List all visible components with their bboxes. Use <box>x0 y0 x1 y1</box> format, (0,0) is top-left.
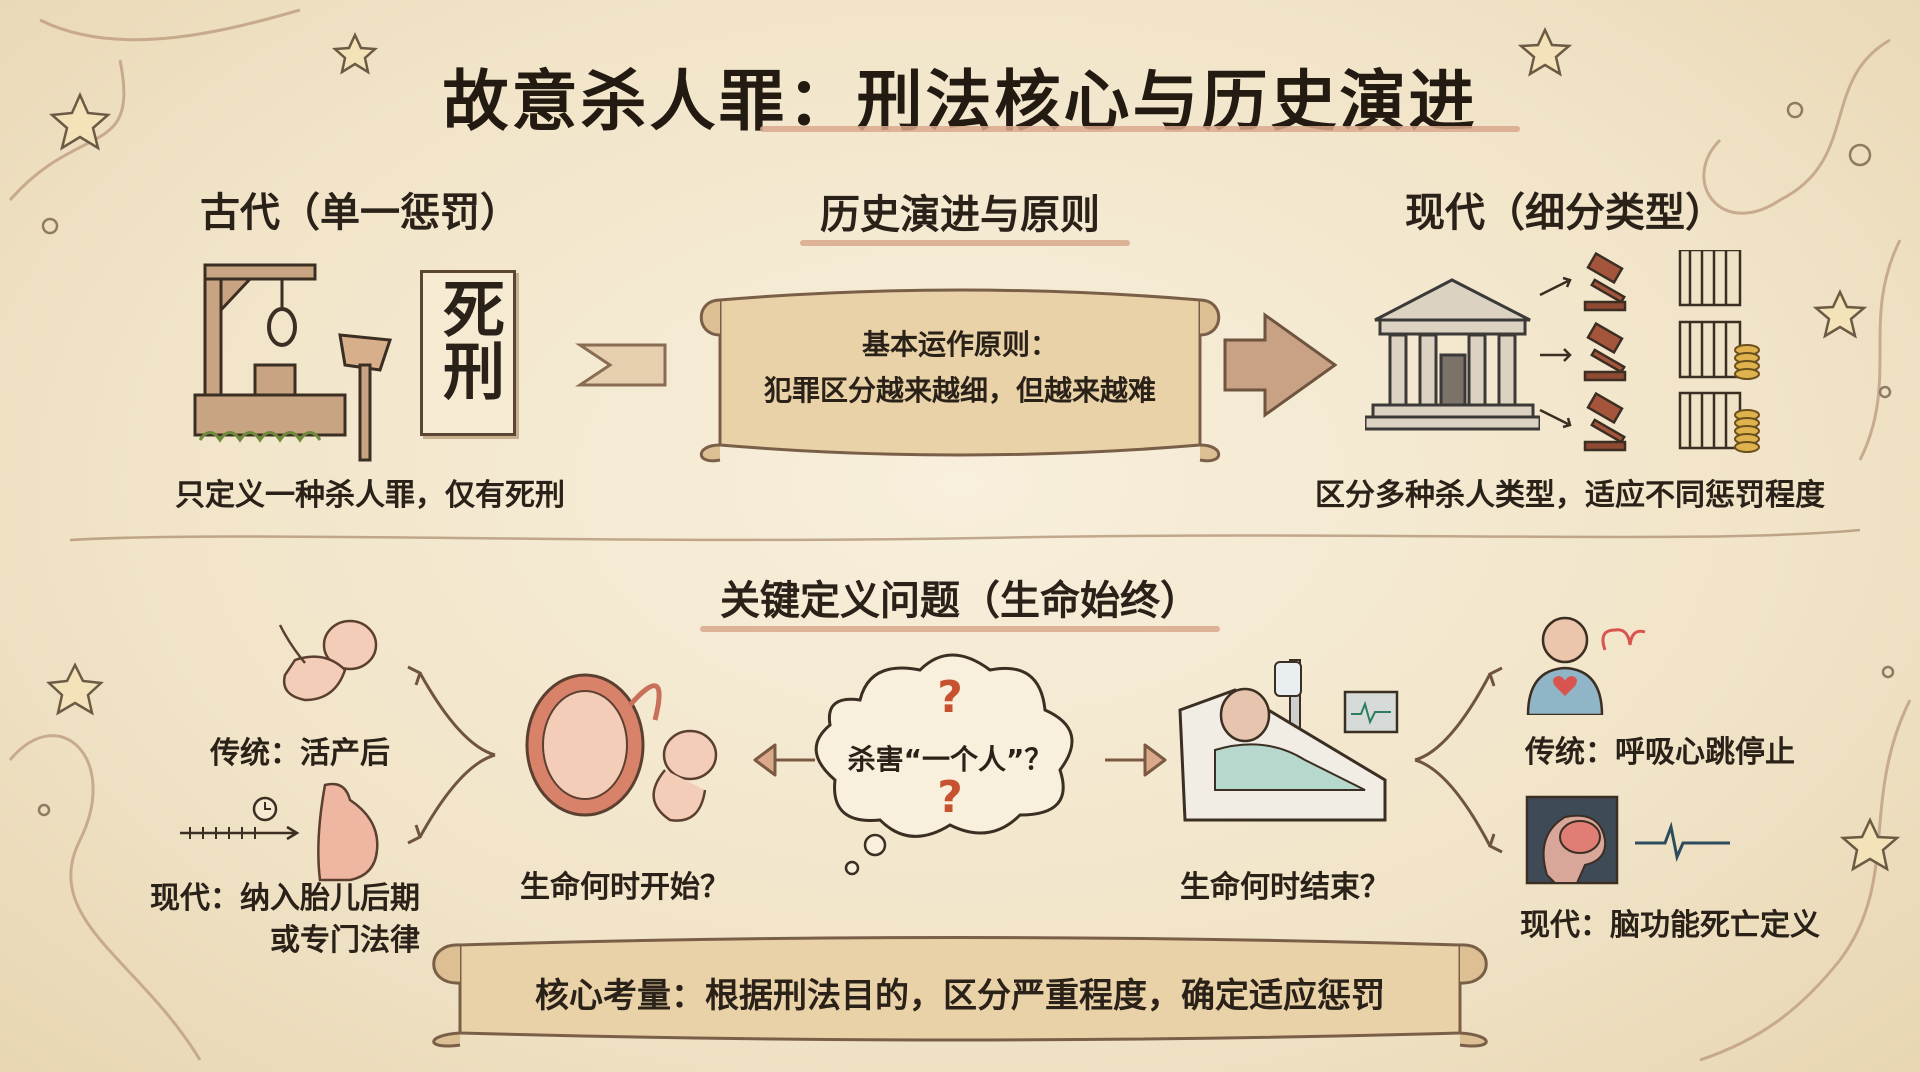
title-underline <box>760 126 1520 132</box>
heartbeat-icon <box>1601 628 1646 651</box>
start-question: 生命何时开始？ <box>520 870 730 905</box>
branch-arrows-left <box>407 665 496 845</box>
principle-text: 基本运作原则： 犯罪区分越来越细，但越来越难 <box>720 322 1200 414</box>
end-traditional: 传统：呼吸心跳停止 <box>1525 735 1795 770</box>
person-heart-icon <box>1526 616 1646 715</box>
principle-line-1: 基本运作原则： <box>861 328 1058 361</box>
ancient-caption: 只定义一种杀人罪，仅有死刑 <box>175 478 565 513</box>
timeline-icon <box>180 796 300 840</box>
pillory-icon <box>338 333 393 462</box>
heart-icon <box>1553 676 1577 696</box>
thought-text: 杀害“一个人”？ <box>847 743 1053 776</box>
ancient-heading: 古代（单一惩罚） <box>200 190 520 236</box>
death-penalty-sign: 死刑 <box>420 270 516 436</box>
prison-bars-icon <box>1678 250 1742 450</box>
modern-heading: 现代（细分类型） <box>1405 190 1725 236</box>
key-heading: 关键定义问题（生命始终） <box>720 578 1200 624</box>
coins-icon <box>1734 344 1760 453</box>
principle-line-2: 犯罪区分越来越细，但越来越难 <box>763 374 1156 407</box>
pregnant-woman-icon <box>317 782 379 882</box>
start-modern-line-1: 现代：纳入胎儿后期 <box>150 881 420 916</box>
branch-arrows-right <box>1414 666 1503 854</box>
key-underline <box>700 626 1220 632</box>
evolution-underline <box>800 240 1130 246</box>
question-mark-icon: ? <box>937 772 963 823</box>
courthouse-icon <box>1365 278 1540 431</box>
thought-cloud: ? ? <box>814 653 1074 876</box>
evolution-heading: 历史演进与原则 <box>820 192 1100 238</box>
gallows-icon <box>193 263 347 443</box>
start-traditional: 传统：活产后 <box>210 736 390 771</box>
brain-icon <box>1525 795 1730 885</box>
bottom-scroll <box>432 936 1488 1048</box>
clock-icon <box>252 796 278 822</box>
arrow-left-icon <box>753 743 815 777</box>
evolution-arrow <box>575 312 1338 418</box>
womb-fetus-icon <box>525 673 718 822</box>
start-modern: 现代：纳入胎儿后期 或专门法律 <box>120 878 420 962</box>
principle-scroll <box>699 288 1221 463</box>
punishment-levels <box>1539 250 1760 453</box>
question-mark-icon: ? <box>937 672 963 723</box>
star-icon <box>46 27 1901 872</box>
bottom-scroll-text: 核心考量：根据刑法目的，区分严重程度，确定适应惩罚 <box>535 976 1385 1016</box>
start-modern-line-2: 或专门法律 <box>270 923 420 958</box>
baby-icon <box>278 619 378 702</box>
modern-caption: 区分多种杀人类型，适应不同惩罚程度 <box>1315 478 1825 513</box>
gavel-icon <box>1583 251 1627 452</box>
end-modern: 现代：脑功能死亡定义 <box>1520 908 1820 943</box>
end-question: 生命何时结束？ <box>1180 870 1390 905</box>
arrow-right-icon <box>1105 743 1167 777</box>
patient-bed-icon <box>1178 659 1399 822</box>
death-penalty-text: 死刑 <box>432 277 505 401</box>
